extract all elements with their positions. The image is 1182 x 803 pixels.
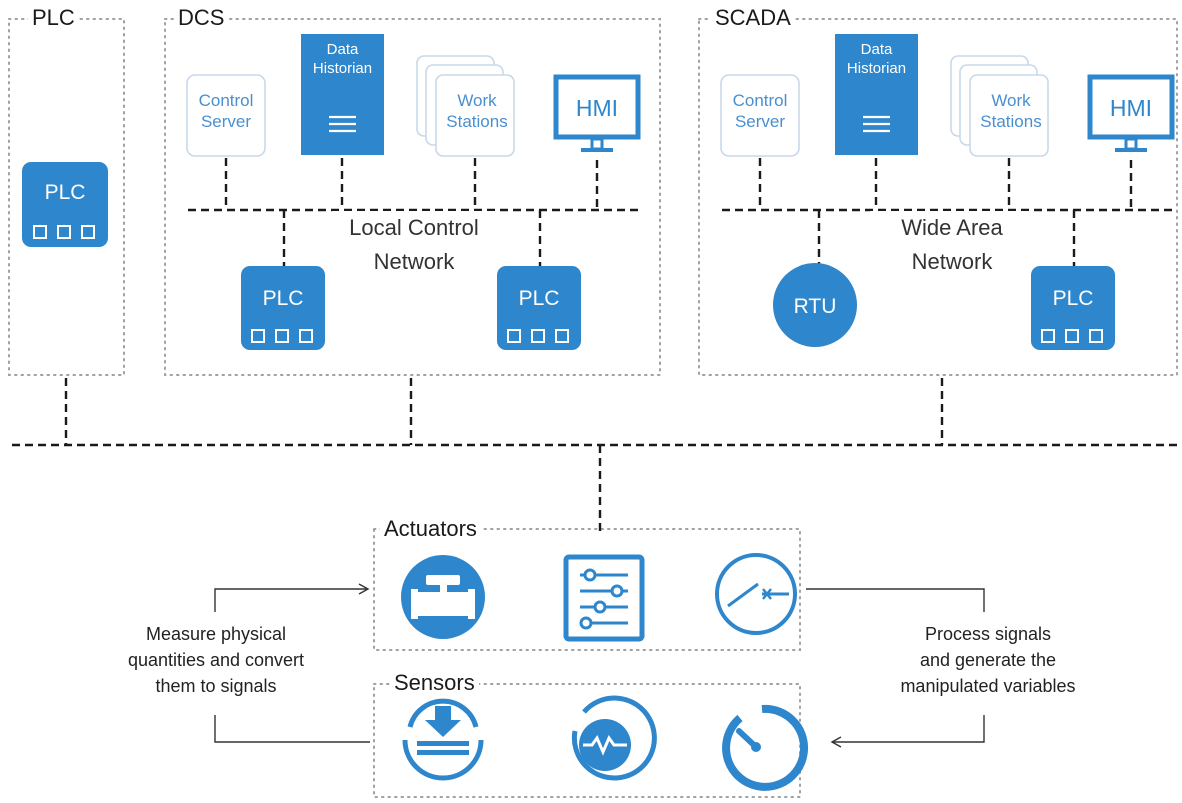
dcs-group-frame [164, 18, 661, 376]
scada-rtu [773, 263, 857, 347]
dcs-plc-1-label: PLC [262, 287, 304, 310]
plc-group-title: PLC [28, 7, 79, 29]
actuators-title: Actuators [380, 518, 481, 540]
measure-line-from-sensors [214, 715, 370, 743]
scada-plc [1031, 266, 1115, 350]
switch-icon [715, 553, 797, 635]
pulse-sensor-icon [571, 695, 657, 781]
local-control-network-label: Local Control Network [328, 211, 500, 279]
scada-plc-label: PLC [1052, 287, 1094, 310]
wide-area-network-label: Wide Area Network [866, 211, 1038, 279]
dcs-work-stations [416, 55, 515, 157]
dcs-group-title: DCS [174, 7, 229, 29]
scada-work-stations-label: Work Stations [980, 91, 1042, 132]
process-note: Process signals and generate the manipul… [868, 621, 1108, 699]
scada-data-historian-label: Data Historian [846, 41, 907, 77]
scada-data-historian [835, 34, 918, 155]
dcs-hmi-label: HMI [575, 95, 619, 121]
dcs-data-historian-label: Data Historian [312, 41, 373, 77]
scada-hmi-label: HMI [1109, 95, 1153, 121]
scada-group-frame [698, 18, 1178, 376]
scada-work-stations [950, 55, 1049, 157]
dcs-hmi-monitor [553, 74, 641, 152]
scada-control-server-label: Control Server [732, 91, 788, 132]
dcs-work-stations-label: Work Stations [446, 91, 508, 132]
dcs-plc-2 [497, 266, 581, 350]
scada-hmi-monitor [1087, 74, 1175, 152]
process-line-from-actuators [806, 588, 985, 612]
dcs-plc-1 [241, 266, 325, 350]
dcs-data-historian [301, 34, 384, 155]
scada-rtu-label: RTU [793, 295, 837, 318]
dcs-control-server-label: Control Server [198, 91, 254, 132]
plc-device-label: PLC [44, 181, 86, 204]
level-sensor-icon [402, 698, 484, 781]
process-arrow-to-sensors [830, 715, 985, 748]
actuators-frame [373, 528, 801, 651]
scada-control-server [720, 74, 800, 157]
sensors-title: Sensors [390, 672, 479, 694]
scada-group-title: SCADA [711, 7, 795, 29]
valve-icon [401, 555, 485, 639]
control-sliders-icon [563, 554, 645, 642]
plc-device [22, 162, 108, 247]
gauge-sensor-icon [722, 704, 808, 791]
measure-arrow-to-actuators [214, 583, 370, 612]
measure-note: Measure physical quantities and convert … [96, 621, 336, 699]
dcs-control-server [186, 74, 266, 157]
dcs-plc-2-label: PLC [518, 287, 560, 310]
